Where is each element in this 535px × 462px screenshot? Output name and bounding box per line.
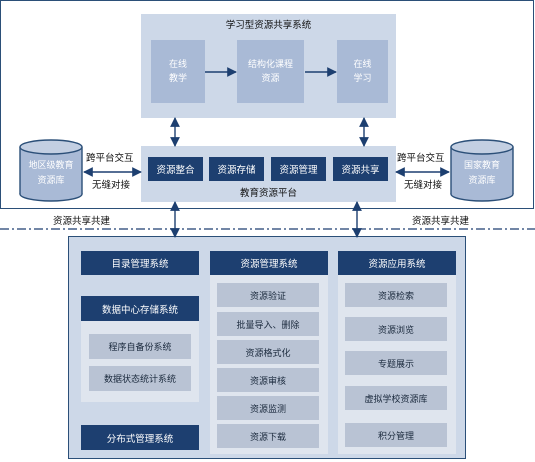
right-link-line1: 跨平台交互 — [397, 153, 445, 164]
learning-system-title: 学习型资源共享系统 — [225, 20, 312, 31]
left-db-line1: 地区级教育 — [28, 161, 74, 171]
online-teaching-line1: 在线 — [168, 59, 187, 70]
mgmt-item-format: 资源格式化 — [217, 340, 319, 364]
module-management: 资源管理 — [271, 157, 326, 181]
sharing-label-right: 资源共享共建 — [412, 216, 470, 227]
mgmt-item-monitor: 资源监测 — [217, 396, 319, 420]
right-db-cylinder — [450, 139, 514, 202]
app-item-points: 积分管理 — [345, 423, 447, 447]
mgmt-item-review: 资源审核 — [217, 368, 319, 392]
sharing-label-left: 资源共享共建 — [53, 216, 111, 227]
left-link-line2: 无缝对接 — [92, 180, 131, 191]
left-db-cylinder — [19, 139, 83, 202]
online-teaching-box: 在线 教学 — [151, 40, 205, 103]
module-sharing: 资源共享 — [333, 157, 388, 181]
platform-title: 教育资源平台 — [239, 187, 297, 199]
right-db-line2: 资源库 — [468, 176, 496, 186]
module-integration: 资源整合 — [148, 157, 203, 181]
right-db-line1: 国家教育 — [463, 161, 500, 171]
app-item-virtual-school: 虚拟学校资源库 — [345, 386, 447, 410]
module-storage: 资源存储 — [209, 157, 264, 181]
online-learning-line2: 学习 — [353, 73, 372, 84]
data-center-title: 数据中心存储系统 — [81, 296, 199, 321]
online-teaching-line2: 教学 — [168, 73, 187, 84]
right-link-line2: 无缝对接 — [404, 180, 443, 191]
backup-system: 程序自备份系统 — [89, 334, 191, 359]
right-db-label: 国家教育 资源库 — [451, 156, 513, 192]
app-item-search: 资源检索 — [345, 283, 447, 307]
stats-system: 数据状态统计系统 — [89, 366, 191, 391]
distributed-system: 分布式管理系统 — [81, 425, 199, 450]
left-link-line1: 跨平台交互 — [86, 153, 134, 164]
online-learning-box: 在线 学习 — [337, 40, 388, 103]
resource-app-title: 资源应用系统 — [338, 251, 456, 275]
mgmt-item-batch: 批量导入、删除 — [217, 312, 319, 336]
online-learning-line1: 在线 — [353, 59, 372, 70]
left-db-line2: 资源库 — [37, 176, 65, 186]
catalog-system: 目录管理系统 — [81, 251, 199, 275]
mgmt-item-verify: 资源验证 — [217, 283, 319, 307]
mgmt-item-download: 资源下载 — [217, 424, 319, 448]
app-item-browse: 资源浏览 — [345, 317, 447, 341]
app-item-topics: 专题展示 — [345, 351, 447, 375]
resource-mgmt-title: 资源管理系统 — [210, 251, 328, 275]
left-db-label: 地区级教育 资源库 — [20, 156, 82, 192]
structured-course-line1: 结构化课程 — [247, 59, 293, 70]
structured-course-box: 结构化课程 资源 — [237, 40, 304, 103]
structured-course-line2: 资源 — [261, 73, 280, 84]
